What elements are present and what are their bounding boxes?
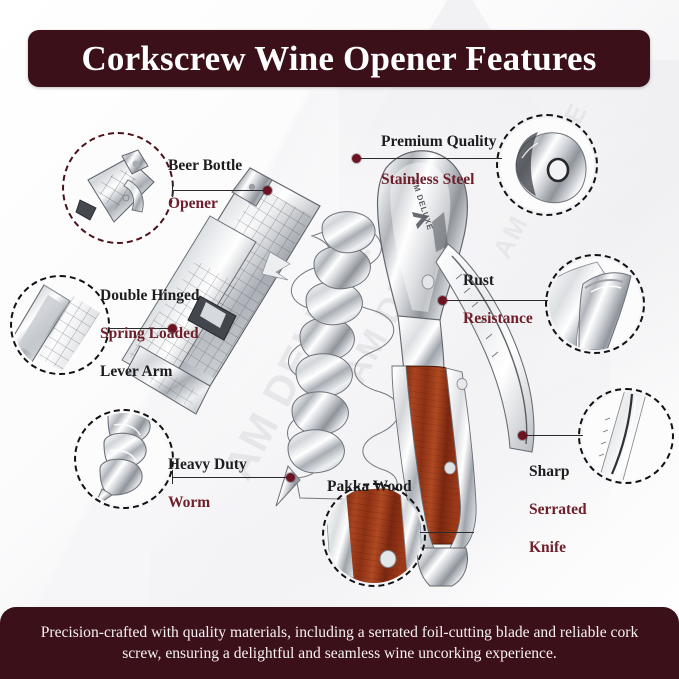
inset-heavy-duty-worm	[78, 413, 170, 505]
callout-line-1: Beer Bottle	[168, 156, 243, 174]
callout-dot-serrated-knife	[518, 431, 527, 440]
inset-lever-arm	[14, 279, 106, 371]
page-title: Corkscrew Wine Opener Features	[81, 38, 597, 78]
callout-line-3: Lever Arm	[100, 362, 173, 380]
callout-label-premium-quality: Premium Quality Stainless Steel	[381, 114, 497, 209]
inset-serrated-knife	[582, 392, 670, 480]
title-banner: Corkscrew Wine Opener Features	[28, 30, 650, 87]
callout-dot-rust-resistance	[438, 296, 447, 305]
leader-line-heavy-duty-worm	[172, 477, 292, 479]
callout-label-heavy-duty-worm: Heavy Duty Worm	[168, 437, 247, 532]
inset-rust-resistance	[549, 258, 641, 350]
callout-label-lever-arm: Double Hinged Spring Loaded Lever Arm	[100, 268, 199, 400]
callout-line-2: Resistance	[463, 309, 533, 327]
leader-tick-beer-bottle-opener	[172, 183, 174, 197]
callout-dot-premium-quality	[352, 154, 361, 163]
callout-line-2: Worm	[168, 493, 211, 511]
leader-line-premium-quality	[360, 158, 502, 160]
callout-line-1: Pakka Wood	[327, 477, 412, 495]
callout-line-2: Spring Loaded	[100, 324, 199, 342]
callout-line-1: Double Hinged	[100, 286, 200, 304]
callout-label-beer-bottle-opener: Beer Bottle Opener	[168, 138, 242, 233]
callout-dot-lever-arm	[168, 324, 177, 333]
callout-label-pakka-wood: Pakka Wood	[327, 459, 412, 516]
leader-line-serrated-knife	[525, 435, 583, 437]
callout-line-1: Heavy Duty	[168, 455, 247, 473]
leader-tick-heavy-duty-worm	[172, 470, 174, 484]
callout-label-serrated-knife: Sharp Serrated Knife	[529, 444, 587, 576]
callout-line-1: Premium Quality	[381, 132, 497, 150]
leader-line-beer-bottle-opener	[172, 190, 270, 192]
callout-dot-beer-bottle-opener	[263, 186, 272, 195]
footer-banner: Precision-crafted with quality materials…	[0, 607, 679, 679]
callout-line-2: Stainless Steel	[381, 170, 475, 188]
callout-label-rust-resistance: Rust Resistance	[463, 253, 533, 348]
callout-line-1: Rust	[463, 271, 495, 289]
leader-line-rust-resistance	[444, 300, 548, 302]
inset-pakka-wood	[326, 487, 422, 583]
footer-caption: Precision-crafted with quality materials…	[40, 623, 639, 662]
inset-premium-quality	[500, 118, 594, 212]
callout-dot-heavy-duty-worm	[286, 473, 295, 482]
leader-line-pakka-wood	[420, 532, 474, 534]
callout-line-2: Serrated	[529, 500, 587, 518]
callout-line-2: Opener	[168, 194, 218, 212]
callout-line-1: Sharp	[529, 462, 570, 480]
callout-line-3: Knife	[529, 538, 567, 556]
inset-beer-bottle-opener	[66, 136, 170, 240]
leader-line-lever-arm	[108, 328, 172, 330]
